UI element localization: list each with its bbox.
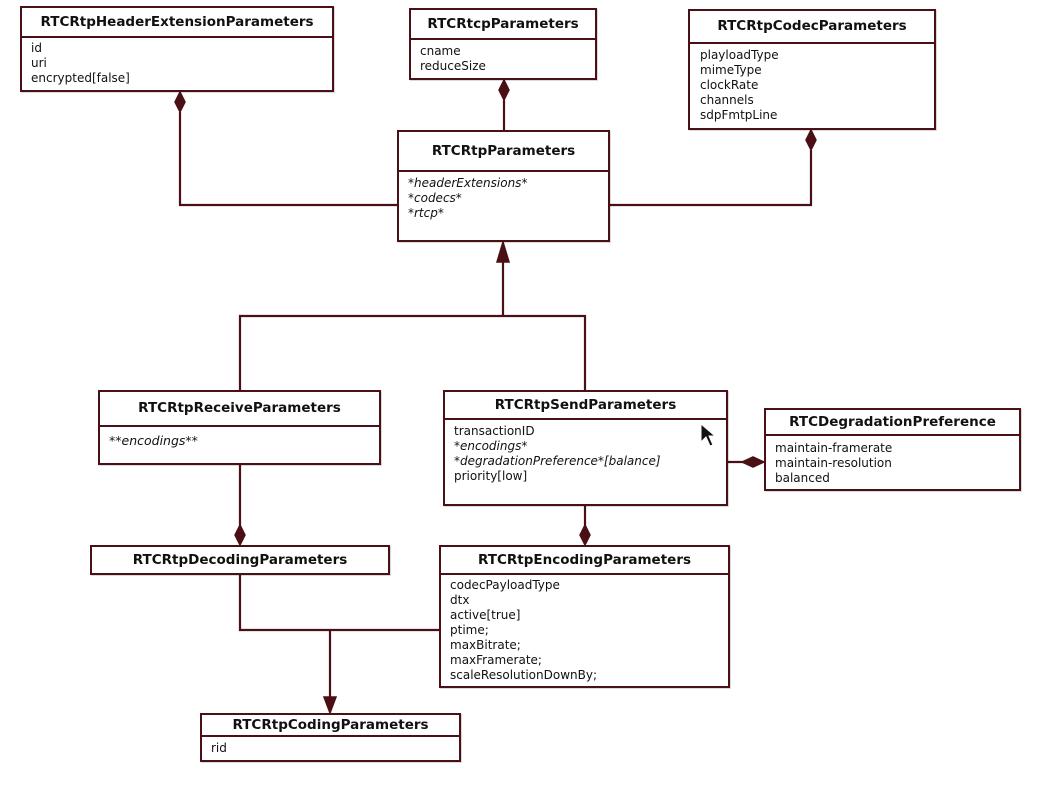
- arrow-cursor-icon: [700, 423, 716, 447]
- generalization-arrowhead-rtp-parameters: [495, 239, 511, 263]
- attribute: **encodings**: [109, 433, 198, 448]
- attribute: maintain-resolution: [775, 456, 892, 470]
- class-name: RTCRtpCodingParameters: [202, 715, 459, 737]
- attribute: clockRate: [700, 78, 759, 92]
- attribute: scaleResolutionDownBy;: [450, 668, 597, 682]
- class-name: RTCDegradationPreference: [766, 410, 1019, 436]
- class-rtp-parameters: RTCRtpParameters *headerExtensions* *cod…: [397, 130, 610, 242]
- attribute: codecPayloadType: [450, 578, 560, 592]
- attribute: *codecs*: [408, 191, 462, 205]
- class-name: RTCRtpDecodingParameters: [132, 552, 348, 568]
- attribute: dtx: [450, 593, 470, 607]
- attribute-list: transactionID *encodings* *degradationPr…: [445, 420, 726, 484]
- attribute-list: *headerExtensions* *codecs* *rtcp*: [399, 172, 608, 221]
- attribute-list: maintain-framerate maintain-resolution b…: [766, 436, 1019, 486]
- class-name: RTCRtpReceiveParameters: [100, 392, 379, 427]
- attribute-list: **encodings**: [100, 427, 379, 448]
- attribute-list: id uri encrypted[false]: [22, 38, 332, 86]
- connector-codecs: [609, 150, 813, 207]
- attribute: mimeType: [700, 63, 762, 77]
- class-name: RTCRtcpParameters: [411, 10, 595, 40]
- attribute: maxBitrate;: [450, 638, 521, 652]
- composition-diamond-header-extensions: [174, 90, 186, 114]
- class-name: RTCRtpCodecParameters: [690, 11, 934, 44]
- attribute: channels: [700, 93, 754, 107]
- class-name: RTCRtpEncodingParameters: [441, 547, 728, 575]
- class-codec-parameters: RTCRtpCodecParameters playloadType mimeT…: [688, 9, 936, 130]
- attribute: transactionID: [454, 424, 535, 438]
- attribute: rid: [211, 741, 227, 755]
- class-decoding-parameters: RTCRtpDecodingParameters: [90, 545, 390, 575]
- class-name: RTCRtpHeaderExtensionParameters: [22, 8, 332, 38]
- composition-diamond-decoding: [234, 523, 246, 547]
- class-receive-parameters: RTCRtpReceiveParameters **encodings**: [98, 390, 381, 465]
- attribute: reduceSize: [420, 59, 486, 73]
- attribute: *rtcp*: [408, 206, 444, 220]
- attribute: maintain-framerate: [775, 441, 893, 455]
- attribute-list: codecPayloadType dtx active[true] ptime;…: [441, 575, 728, 683]
- attribute: playloadType: [700, 48, 779, 62]
- attribute: maxFramerate;: [450, 653, 542, 667]
- attribute-list: rid: [202, 737, 459, 756]
- composition-diamond-degradation-preference: [740, 456, 766, 468]
- attribute: cname: [420, 44, 461, 58]
- class-rtcp-parameters: RTCRtcpParameters cname reduceSize: [409, 8, 597, 80]
- class-degradation-preference: RTCDegradationPreference maintain-framer…: [764, 408, 1021, 491]
- connector-generalization-rtp-parameters: [238, 314, 587, 390]
- attribute: balanced: [775, 471, 830, 485]
- attribute: ptime;: [450, 623, 489, 637]
- class-name: RTCRtpParameters: [399, 132, 608, 172]
- attribute: *encodings*: [454, 439, 528, 453]
- attribute: priority[low]: [454, 469, 528, 483]
- attribute: uri: [31, 56, 47, 70]
- generalization-arrowhead-coding-parameters: [322, 696, 338, 716]
- attribute: *headerExtensions*: [408, 176, 528, 190]
- composition-diamond-codecs: [805, 128, 817, 152]
- attribute-list: playloadType mimeType clockRate channels…: [690, 44, 934, 123]
- composition-diamond-encoding: [579, 523, 591, 547]
- attribute: active[true]: [450, 608, 521, 622]
- attribute: sdpFmtpLine: [700, 108, 778, 122]
- attribute: encrypted[false]: [31, 71, 130, 85]
- class-encoding-parameters: RTCRtpEncodingParameters codecPayloadTyp…: [439, 545, 730, 688]
- class-send-parameters: RTCRtpSendParameters transactionID *enco…: [443, 390, 728, 506]
- attribute: *degradationPreference*[balance]: [454, 454, 661, 468]
- attribute: id: [31, 41, 42, 55]
- class-header-extension-parameters: RTCRtpHeaderExtensionParameters id uri e…: [20, 6, 334, 92]
- attribute-list: cname reduceSize: [411, 40, 595, 74]
- composition-diamond-rtcp: [498, 78, 510, 102]
- connector-generalization-coding: [238, 573, 440, 632]
- connector-header-extensions: [178, 112, 398, 207]
- class-name: RTCRtpSendParameters: [445, 392, 726, 420]
- class-coding-parameters: RTCRtpCodingParameters rid: [200, 713, 461, 762]
